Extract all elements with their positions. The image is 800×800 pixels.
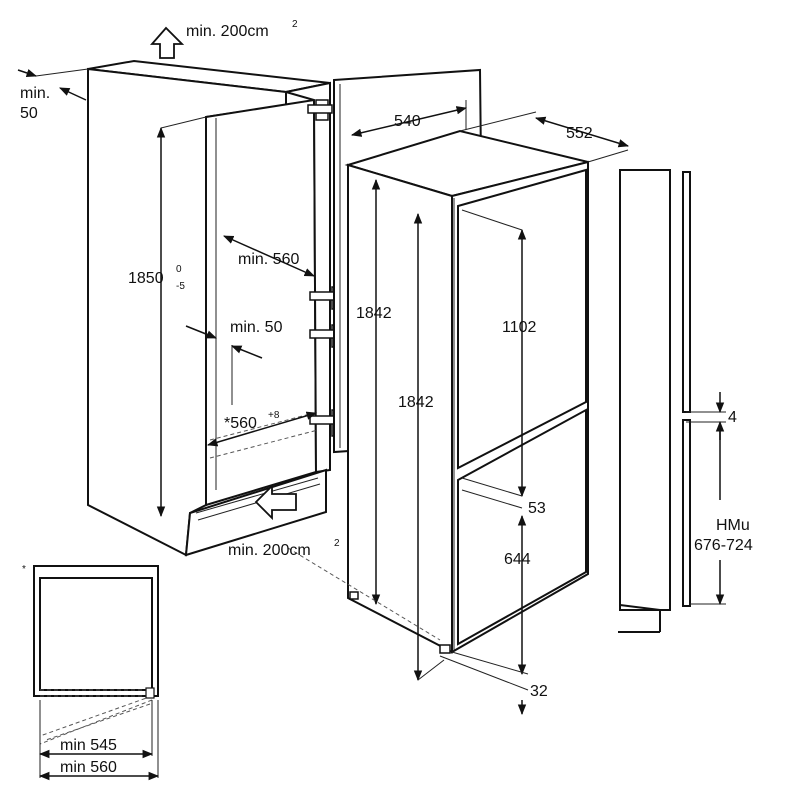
side-profile — [618, 169, 691, 633]
vent-in-arrow-icon — [254, 483, 297, 521]
freezer-door-height-label: 644 — [504, 551, 531, 568]
dim-540-label: 540 — [394, 113, 421, 130]
bottom-offset-label: 32 — [530, 683, 548, 700]
door-gap-label: 53 — [528, 500, 546, 517]
vent-top-sup: 2 — [292, 19, 298, 30]
inset-plan-view — [33, 565, 160, 781]
fridge-door-height-label: 1102 — [502, 319, 537, 336]
appliance-height-inner-label: 1842 — [398, 394, 434, 411]
niche-height-tol-upper: 0 — [176, 264, 182, 275]
hmu-range-label: 676-724 — [694, 537, 753, 554]
niche-height-tol-lower: -5 — [176, 281, 185, 292]
niche-height-label: 1850 — [128, 270, 164, 287]
cabinet-niche — [87, 59, 345, 557]
hinge-icon — [307, 99, 333, 121]
niche-depth-sup: +8 — [268, 410, 280, 421]
inset-min-545-label: min 545 — [60, 737, 117, 754]
dim-552-label: 552 — [566, 125, 593, 142]
hmu-label: HMu — [716, 517, 750, 534]
inset-min-560-label: min 560 — [60, 759, 117, 776]
vent-bottom-label: min. 200cm — [228, 542, 311, 559]
rear-gap-label-value: 50 — [20, 105, 38, 122]
niche-width-label: min. 560 — [238, 251, 299, 268]
furniture-gap-label: 4 — [728, 409, 737, 426]
rear-gap-label-min: min. — [20, 85, 50, 102]
inset-star-label: * — [22, 564, 26, 575]
vent-bottom-sup: 2 — [334, 538, 340, 549]
vent-top-label: min. 200cm — [186, 23, 269, 40]
dimension-lines — [17, 68, 726, 716]
refrigerator-appliance — [344, 129, 589, 654]
vent-up-arrow-icon — [150, 26, 185, 59]
side-gap-label: min. 50 — [230, 319, 283, 336]
appliance-height-outer-label: 1842 — [356, 305, 392, 322]
niche-depth-label: *560 — [224, 415, 257, 432]
